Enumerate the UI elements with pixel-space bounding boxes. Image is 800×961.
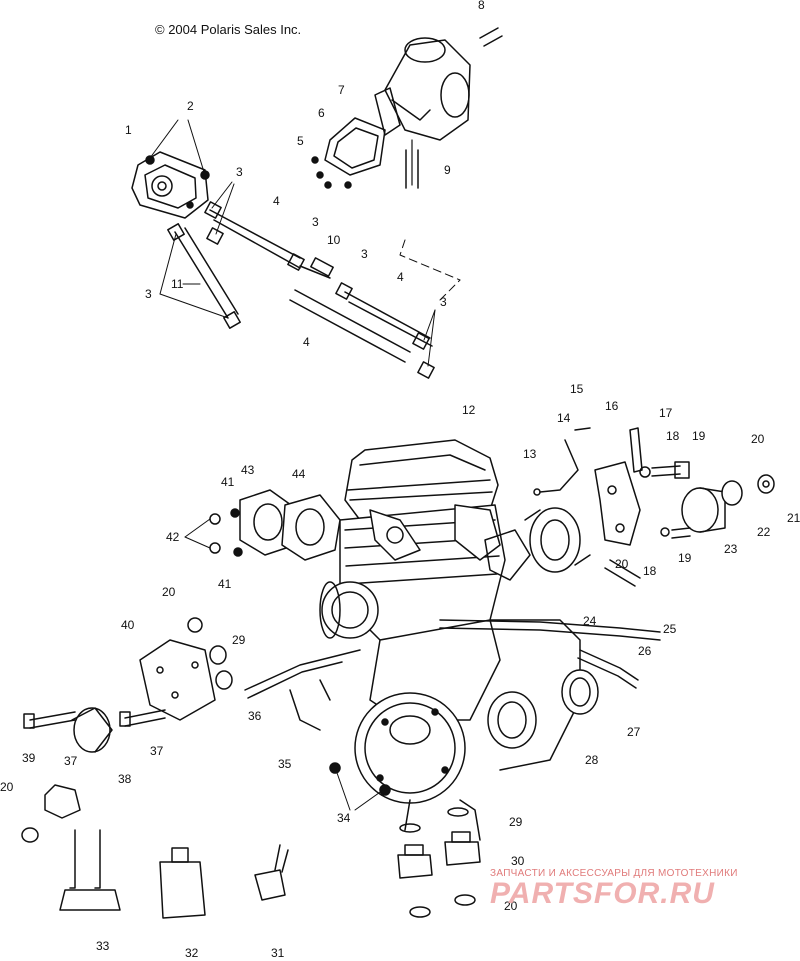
callout-c3d: 3 <box>361 247 368 261</box>
callout-c24: 24 <box>583 614 597 628</box>
callout-c29a: 29 <box>232 633 246 647</box>
callout-c36: 36 <box>248 709 262 723</box>
callout-c16: 16 <box>605 399 619 413</box>
callout-c8: 8 <box>478 0 485 12</box>
callout-c26: 26 <box>638 644 652 658</box>
callout-c6: 6 <box>318 106 325 120</box>
callout-c27: 27 <box>627 725 641 739</box>
watermark-logo: PARTSFOR.RU <box>490 877 715 910</box>
callout-c3c: 3 <box>312 215 319 229</box>
callout-c38: 38 <box>118 772 132 786</box>
engine-block <box>319 439 641 771</box>
callout-c3a: 3 <box>236 165 243 179</box>
callout-c3e: 3 <box>440 295 447 309</box>
callout-c3b: 3 <box>145 287 152 301</box>
exhaust-flanges <box>184 489 341 561</box>
callout-c19a: 19 <box>692 429 706 443</box>
stator-cover <box>329 669 599 841</box>
callout-c41a: 41 <box>221 475 235 489</box>
carburetor <box>374 27 503 301</box>
callout-c5: 5 <box>297 134 304 148</box>
callout-c30: 30 <box>511 854 525 868</box>
lower-isolators <box>397 807 481 918</box>
callout-c28: 28 <box>585 753 599 767</box>
callout-c7: 7 <box>338 83 345 97</box>
callout-c37b: 37 <box>150 744 164 758</box>
callout-c13: 13 <box>523 447 537 461</box>
callout-c31: 31 <box>271 946 285 960</box>
callout-c40: 40 <box>121 618 135 632</box>
callout-c39: 39 <box>22 751 36 765</box>
callout-c25: 25 <box>663 622 677 636</box>
coolant-hoses <box>439 619 661 689</box>
callout-c19b: 19 <box>678 551 692 565</box>
callout-c9: 9 <box>444 163 451 177</box>
callout-c1: 1 <box>125 123 132 137</box>
callout-c34: 34 <box>337 811 351 825</box>
callout-c20b: 20 <box>615 557 629 571</box>
callout-c22: 22 <box>757 525 771 539</box>
callout-c33: 33 <box>96 939 110 953</box>
callout-c37a: 37 <box>64 754 78 768</box>
callout-c20c: 20 <box>162 585 176 599</box>
callout-c2: 2 <box>187 99 194 113</box>
intake-gasket <box>311 117 386 189</box>
callout-c21: 21 <box>787 511 800 525</box>
copyright-notice: © 2004 Polaris Sales Inc. <box>155 22 302 37</box>
callout-c18a: 18 <box>666 429 680 443</box>
fuel-lines <box>159 181 436 379</box>
callout-c20d: 20 <box>0 780 14 794</box>
callout-c4a: 4 <box>273 194 280 208</box>
callout-c14: 14 <box>557 411 571 425</box>
callout-c23: 23 <box>724 542 738 556</box>
callout-c10: 10 <box>327 233 341 247</box>
callout-c29b: 29 <box>509 815 523 829</box>
callout-c43: 43 <box>241 463 255 477</box>
callout-c17: 17 <box>659 406 673 420</box>
callout-c32: 32 <box>185 946 199 960</box>
callout-c4b: 4 <box>397 270 404 284</box>
callout-c18b: 18 <box>643 564 657 578</box>
front-engine-mount <box>21 617 361 843</box>
right-engine-mount <box>533 427 775 546</box>
callout-c11: 11 <box>171 277 184 291</box>
callout-c42: 42 <box>166 530 180 544</box>
callout-c20a: 20 <box>751 432 765 446</box>
watermark-tagline: ЗАПЧАСТИ И АКСЕССУАРЫ ДЛЯ МОТОТЕХНИКИ <box>490 868 738 879</box>
callout-c35: 35 <box>278 757 292 771</box>
throttle-body <box>524 507 591 573</box>
callout-c12: 12 <box>462 403 476 417</box>
callout-c41b: 41 <box>218 577 232 591</box>
callout-c4c: 4 <box>303 335 310 349</box>
watermark: ЗАПЧАСТИ И АКСЕССУАРЫ ДЛЯ МОТОТЕХНИКИ PA… <box>490 868 790 909</box>
callout-c44: 44 <box>292 467 306 481</box>
callout-c15: 15 <box>570 382 584 396</box>
fuel-pump <box>131 119 210 219</box>
sensor-and-container <box>59 829 289 919</box>
callout-c20e: 20 <box>504 899 518 913</box>
